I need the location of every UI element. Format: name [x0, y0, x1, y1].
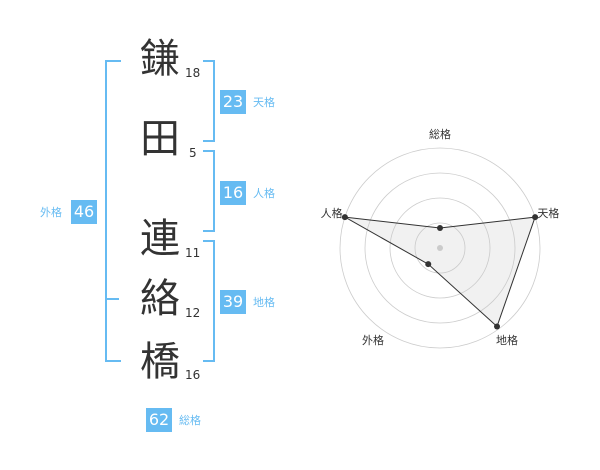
- gaikaku-bracket: [105, 60, 121, 362]
- radar-axis-label-3: 地格: [496, 333, 518, 347]
- radar-points: [341, 214, 539, 330]
- chikaku-bracket: [203, 240, 215, 362]
- stroke-count-3: 11: [185, 246, 201, 260]
- jinkaku-badge: 16: [220, 181, 246, 205]
- chikaku-label: 地格: [253, 296, 275, 309]
- soukaku-badge: 62: [146, 408, 172, 432]
- gaikaku-label: 外格: [40, 206, 62, 219]
- jinkaku-bracket: [203, 150, 215, 232]
- radar-area: [344, 216, 536, 328]
- gaikaku-bracket-inner: [105, 298, 119, 300]
- name-char-3: 連: [140, 216, 180, 262]
- tenkaku-badge: 23: [220, 90, 246, 114]
- stroke-count-4: 12: [185, 306, 201, 320]
- radar-point-5: [341, 214, 348, 221]
- radar-point-1: [437, 225, 443, 231]
- radar-axis-label-4: 外格: [362, 333, 384, 347]
- name-char-4: 絡: [140, 276, 180, 322]
- jinkaku-label: 人格: [253, 187, 275, 200]
- name-char-2: 田: [140, 116, 180, 162]
- radar-grid: [339, 147, 541, 349]
- radar-axis-label-1: 総格: [429, 127, 451, 141]
- radar-center: [437, 245, 443, 251]
- name-char-5: 橋: [140, 339, 180, 385]
- stroke-count-1: 18: [185, 66, 201, 80]
- chikaku-badge: 39: [220, 290, 246, 314]
- soukaku-label: 総格: [179, 414, 201, 427]
- stroke-count-2: 5: [189, 146, 197, 160]
- radar-axis-label-2: 天格: [537, 206, 559, 220]
- radar-ring: [414, 222, 466, 274]
- radar-ring: [339, 147, 541, 349]
- radar-ring: [389, 197, 491, 299]
- radar-point-2: [532, 214, 539, 221]
- radar-point-3: [494, 323, 501, 330]
- radar-point-4: [425, 261, 432, 268]
- tenkaku-label: 天格: [253, 96, 275, 109]
- name-char-1: 鎌: [140, 36, 180, 82]
- tenkaku-bracket: [203, 60, 215, 142]
- stroke-count-5: 16: [185, 368, 201, 382]
- gaikaku-badge: 46: [71, 200, 97, 224]
- radar-ring: [364, 172, 516, 324]
- radar-axis-label-5: 人格: [321, 206, 343, 220]
